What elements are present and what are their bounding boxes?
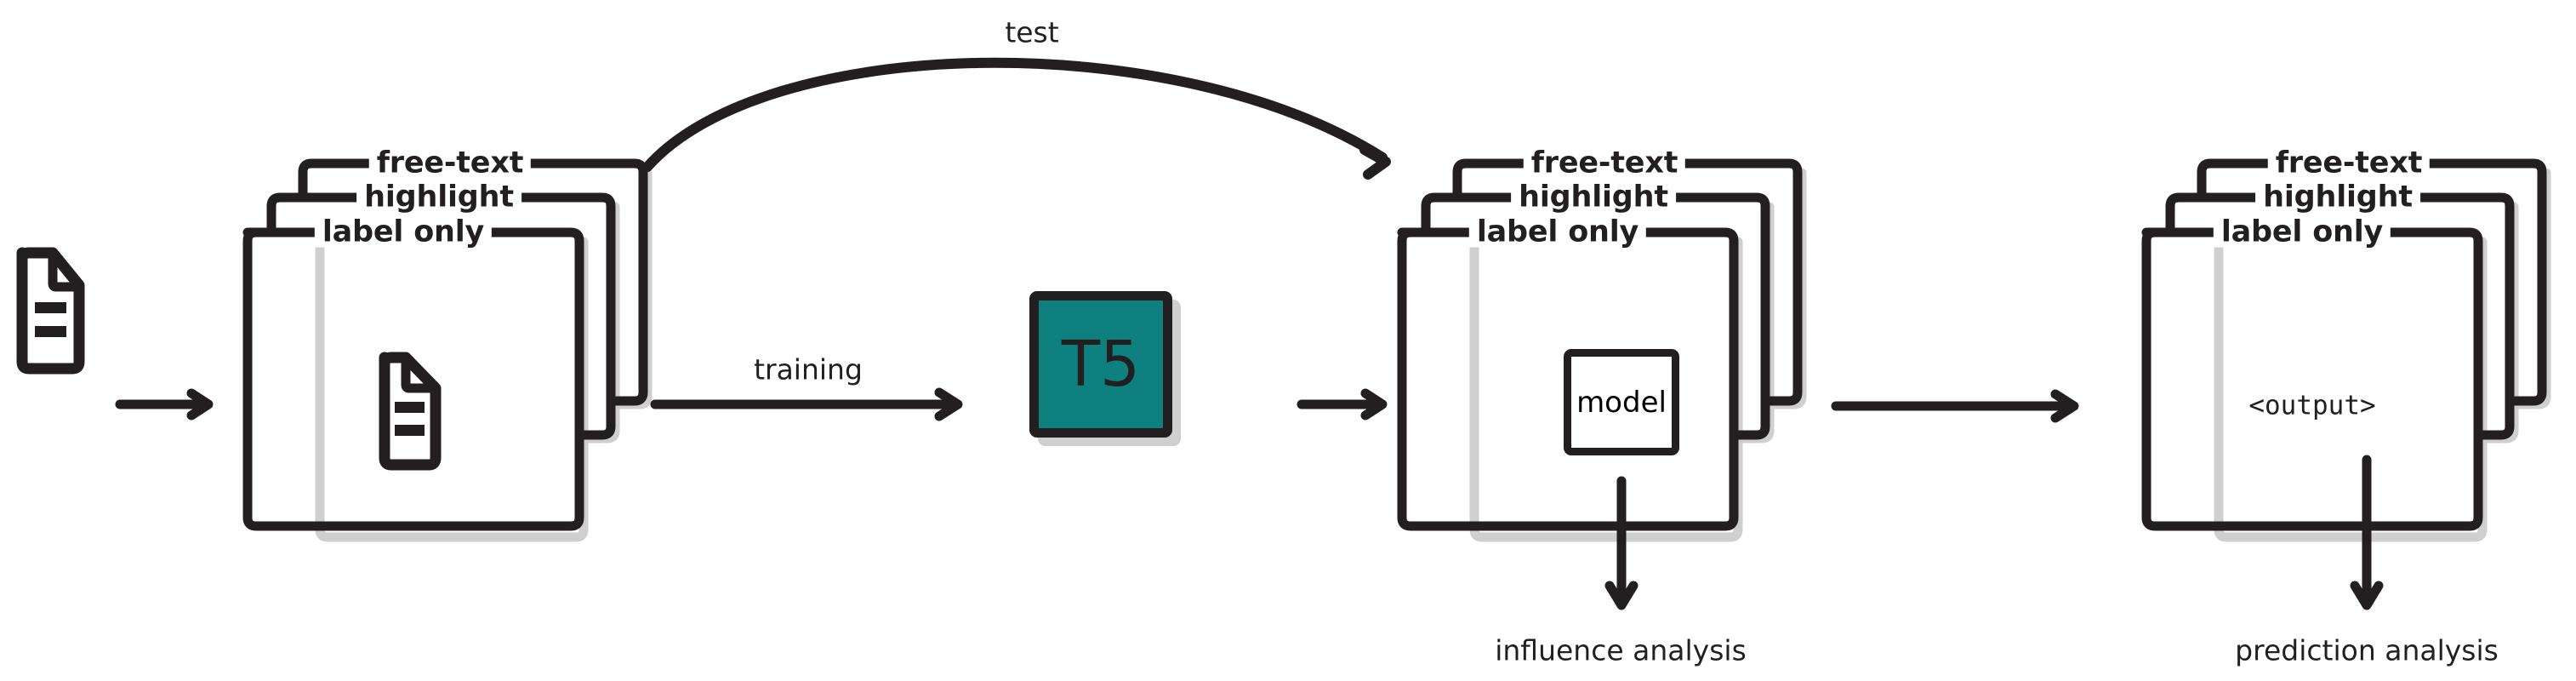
edge-label-test: test xyxy=(1005,15,1059,49)
stack-training-data-label-label-only: label only xyxy=(314,217,493,248)
stack-trained-models-label-free-text: free-text xyxy=(1523,148,1686,179)
arrow-models-to-outputs xyxy=(1831,389,2079,423)
model-box[interactable]: model xyxy=(1564,349,1679,455)
stack-training-data-label-free-text: free-text xyxy=(368,148,532,179)
stack-trained-models-label-highlight: highlight xyxy=(1511,182,1676,213)
source-document-icon xyxy=(16,247,85,375)
stack-trained-models-label-label-only: label only xyxy=(1468,217,1647,248)
training-data-document-icon xyxy=(379,352,442,471)
prediction-analysis-label: prediction analysis xyxy=(2235,633,2499,667)
t5-box-label: T5 xyxy=(1061,328,1141,401)
stack-training-data xyxy=(242,158,653,542)
stack-outputs-label-highlight: highlight xyxy=(2255,182,2420,213)
arrow-training xyxy=(650,387,963,421)
stack-outputs-label-free-text: free-text xyxy=(2267,148,2431,179)
model-box-label: model xyxy=(1576,385,1667,420)
edge-label-training: training xyxy=(754,352,863,386)
arrow-t5-to-models xyxy=(1297,388,1388,421)
stack-training-data-label-highlight: highlight xyxy=(356,182,521,213)
output-placeholder-text: <output> xyxy=(2248,390,2376,421)
influence-analysis-label: influence analysis xyxy=(1495,633,1747,667)
arrow-source-to-data xyxy=(115,388,214,421)
arrow-test xyxy=(642,57,1391,180)
stack-outputs-label-label-only: label only xyxy=(2213,217,2391,248)
t5-box[interactable]: T5 xyxy=(1029,291,1172,438)
stack-trained-models xyxy=(1397,158,1807,610)
stack-outputs xyxy=(2141,158,2551,610)
